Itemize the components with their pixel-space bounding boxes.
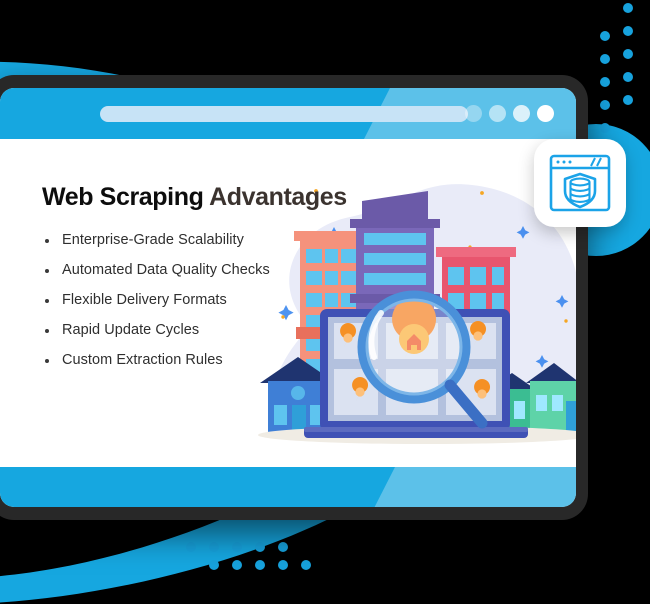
map-pin-bl — [352, 377, 369, 401]
list-item: Enterprise-Grade Scalability — [42, 232, 576, 248]
window-dots — [465, 105, 554, 122]
window-dot-1[interactable] — [465, 105, 482, 122]
map-pin-br — [474, 379, 491, 403]
browser-window-frame: Web Scraping Advantages Enterprise-Grade… — [0, 75, 588, 520]
browser-toolbar — [0, 88, 576, 139]
list-item: Custom Extraction Rules — [42, 352, 576, 368]
map-pin-primary — [392, 297, 437, 359]
page-title: Web Scraping Advantages — [42, 183, 576, 212]
map-pins — [340, 321, 491, 403]
window-dot-3[interactable] — [513, 105, 530, 122]
browser-shield-database-icon — [549, 154, 611, 212]
address-bar[interactable] — [100, 106, 468, 122]
list-item: Flexible Delivery Formats — [42, 292, 576, 308]
page-title-secondary: Advantages — [209, 183, 347, 211]
browser-shield-database-badge[interactable] — [534, 139, 626, 227]
footer-sheen — [374, 467, 576, 507]
advantages-list: Enterprise-Grade Scalability Automated D… — [42, 232, 576, 368]
browser-footer-bar — [0, 467, 576, 507]
map-pin-tl — [340, 323, 357, 347]
list-item: Automated Data Quality Checks — [42, 262, 576, 278]
browser-screen: Web Scraping Advantages Enterprise-Grade… — [0, 88, 576, 507]
city-map-search-illustration — [258, 184, 576, 444]
magnifier-icon — [357, 290, 488, 429]
window-dot-2[interactable] — [489, 105, 506, 122]
window-dot-4[interactable] — [537, 105, 554, 122]
green-houses — [486, 363, 576, 433]
page-title-primary: Web Scraping — [42, 183, 204, 211]
page-content: Web Scraping Advantages Enterprise-Grade… — [0, 139, 576, 467]
map-pin-tr — [470, 321, 487, 345]
content-copy: Web Scraping Advantages Enterprise-Grade… — [0, 139, 576, 368]
list-item: Rapid Update Cycles — [42, 322, 576, 338]
blue-house — [260, 357, 336, 435]
